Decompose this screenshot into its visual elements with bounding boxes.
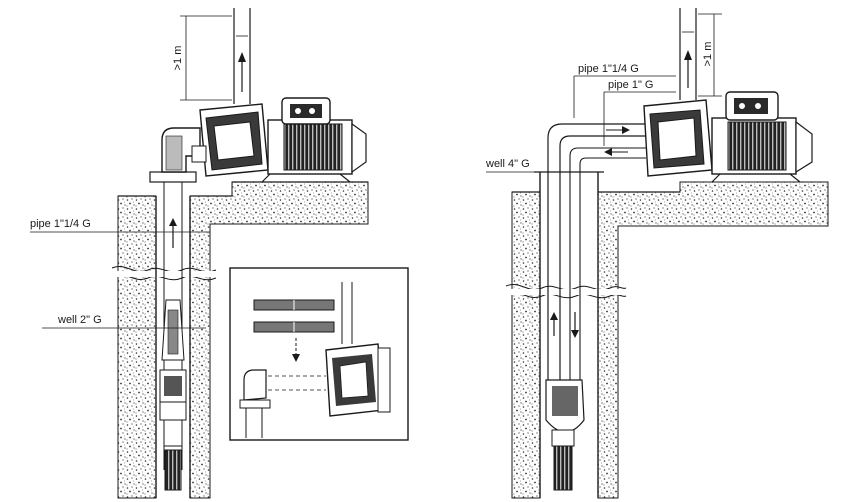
left-well-label: well 2" G (58, 314, 102, 326)
left-installation (30, 8, 369, 499)
left-soil-right (189, 181, 369, 499)
left-pipe-label: pipe 1"1/4 G (30, 218, 91, 230)
right-well-label: well 4" G (486, 158, 530, 170)
left-height-label: >1 m (172, 45, 184, 71)
left-pump (191, 97, 367, 183)
left-soil-left (117, 195, 157, 499)
right-height-label: >1 m (702, 41, 714, 67)
right-pipe-inner-label: pipe 1" G (608, 79, 654, 91)
right-soil-right (597, 181, 829, 499)
left-strainer (164, 449, 182, 491)
right-pipe-outer-label: pipe 1"1/4 G (578, 63, 639, 75)
right-soil-left (511, 191, 541, 499)
right-installation (486, 8, 829, 499)
right-pump (643, 91, 813, 183)
right-inner-pipe (569, 147, 646, 380)
right-strainer (553, 445, 573, 491)
right-outer-pipe (547, 123, 646, 400)
inset-detail (229, 267, 409, 441)
